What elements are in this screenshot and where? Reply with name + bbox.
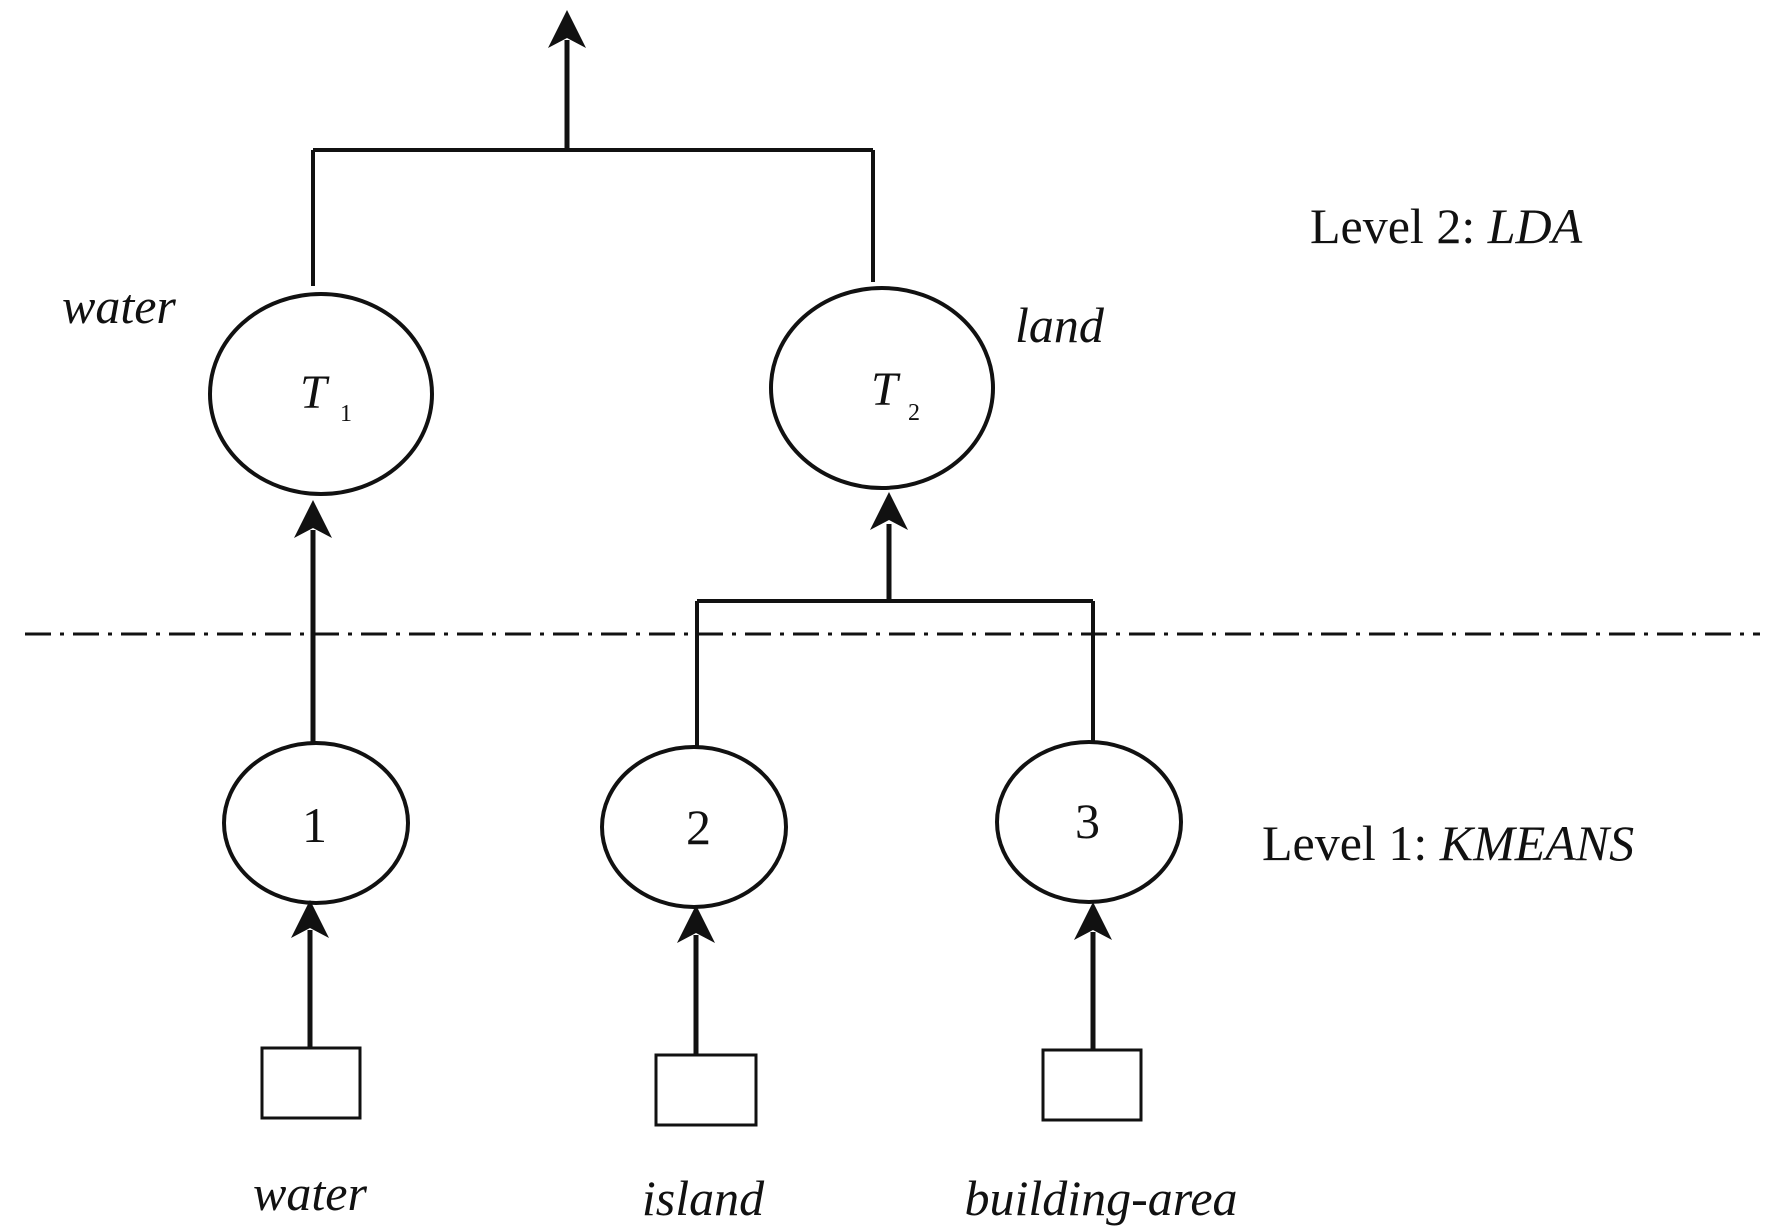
- middle-merge-connector: [695, 599, 1095, 746]
- t2-label: land: [1015, 297, 1105, 353]
- t1-subscript: 1: [340, 401, 352, 427]
- t1-symbol: T: [300, 366, 330, 419]
- level2-label: Level 2: LDA: [1310, 198, 1583, 254]
- cluster-2-label: 2: [686, 799, 711, 855]
- cluster-node-2: 2: [600, 745, 788, 909]
- top-merge-connector: [311, 148, 875, 286]
- topic-node-t2: T 2: [769, 286, 995, 490]
- input-box-water: [260, 1046, 362, 1120]
- cluster-1-label: 1: [302, 797, 327, 853]
- arrow-merge-to-t2: [870, 492, 908, 601]
- t2-subscript: 2: [908, 400, 920, 426]
- cluster-3-label: 3: [1075, 793, 1100, 849]
- level1-label: Level 1: KMEANS: [1262, 815, 1634, 871]
- topic-node-t1: T 1: [208, 292, 434, 496]
- input-label-building-area: building-area: [964, 1170, 1237, 1226]
- arrow-in2-to-c2: [677, 905, 715, 1055]
- top-output-arrow: [548, 10, 586, 150]
- cluster-node-3: 3: [995, 740, 1183, 904]
- arrow-in3-to-c3: [1074, 902, 1112, 1050]
- arrow-in1-to-c1: [291, 900, 329, 1048]
- t2-symbol: T: [871, 363, 901, 416]
- input-label-water: water: [253, 1165, 367, 1221]
- input-box-building-area: [1041, 1048, 1143, 1122]
- cluster-node-1: 1: [222, 741, 410, 905]
- t1-label: water: [62, 278, 176, 334]
- t1-ellipse: [208, 292, 434, 496]
- input-box-island: [654, 1053, 758, 1127]
- t2-ellipse: [769, 286, 995, 490]
- arrow-c1-to-t1: [294, 500, 332, 742]
- top-arrowhead: [548, 10, 586, 48]
- input-label-island: island: [642, 1170, 765, 1226]
